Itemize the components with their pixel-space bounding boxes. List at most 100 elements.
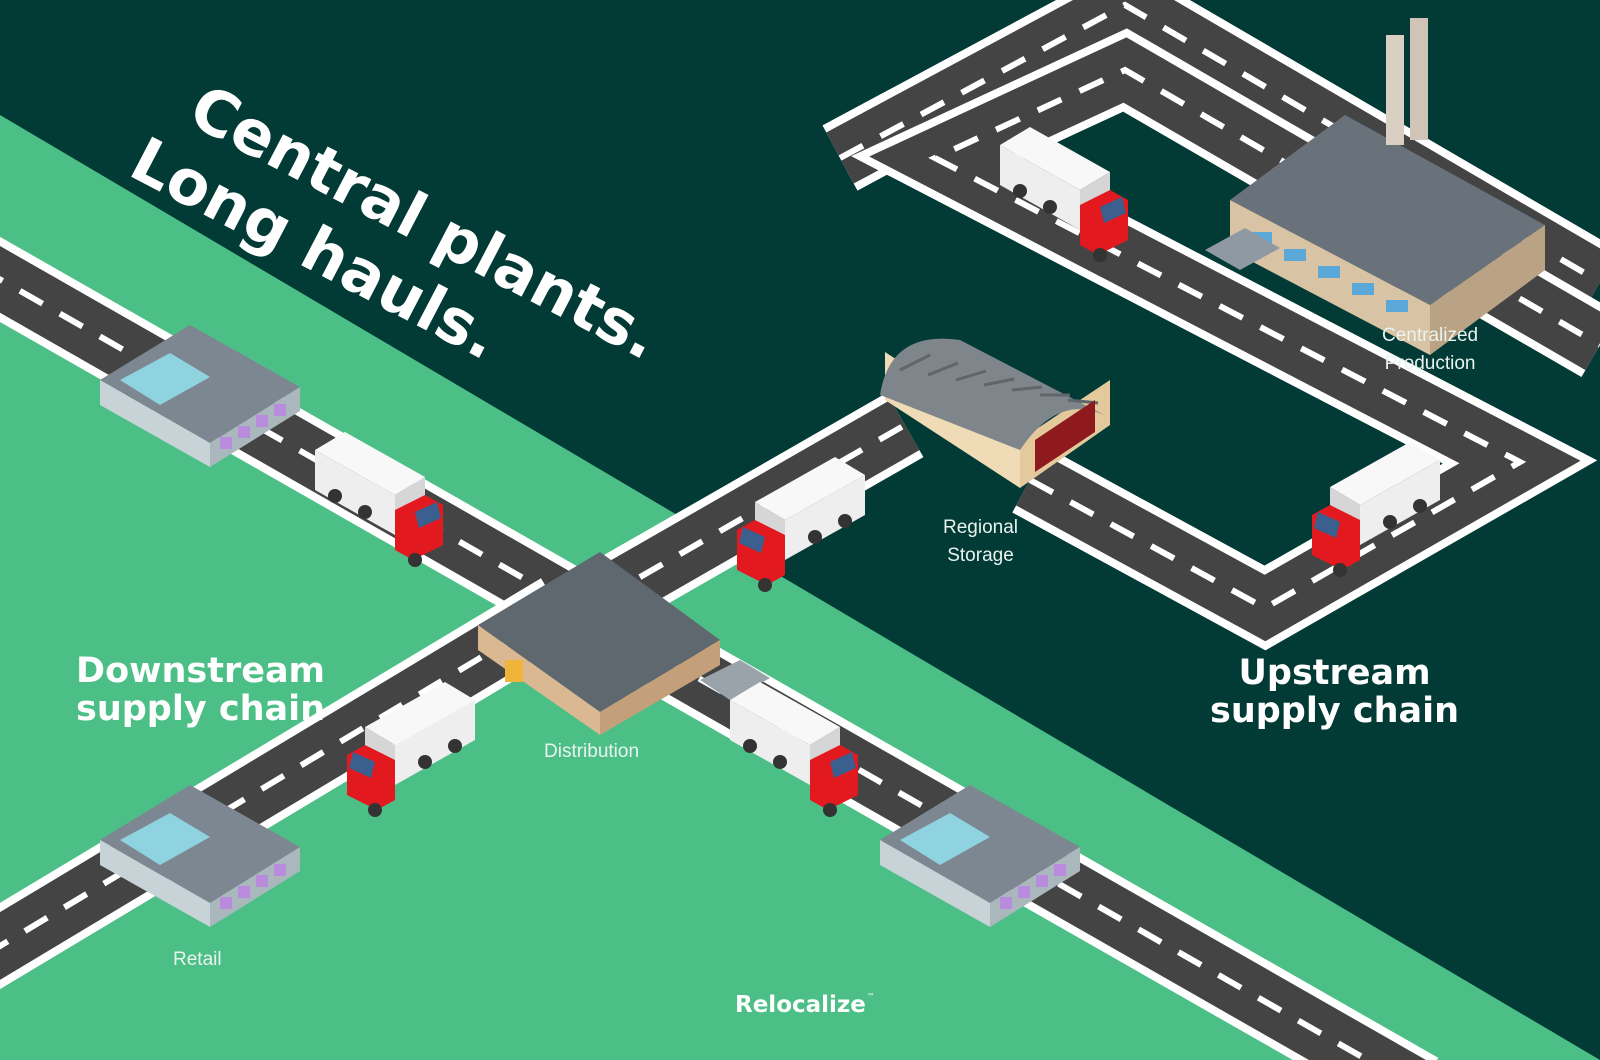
truck-windshield <box>415 502 441 528</box>
store-window <box>274 864 286 876</box>
truck-wheel <box>808 530 822 544</box>
factory-window <box>1318 266 1340 278</box>
factory-loading-dock <box>1205 228 1280 270</box>
truck-icon <box>737 457 865 592</box>
buildings-layer <box>100 18 1545 927</box>
truck-icon <box>347 682 475 817</box>
truck-box-side <box>1000 145 1080 230</box>
retail-label: Retail <box>173 949 222 970</box>
truck-box-side <box>315 450 395 535</box>
factory-chimney <box>1386 35 1404 145</box>
store-window <box>220 437 232 449</box>
downstream-supply-chain-title: Downstream supply chain <box>76 651 326 729</box>
truck-icon <box>1312 442 1440 577</box>
store-window <box>256 875 268 887</box>
truck-icon <box>1000 127 1128 262</box>
distribution-loading-dock <box>700 660 770 700</box>
storage-link-road <box>581 392 924 633</box>
distribution-front-wall <box>478 625 600 735</box>
store-window <box>1000 897 1012 909</box>
truck-wheel <box>1413 499 1427 513</box>
store-roof <box>880 785 1080 903</box>
store-front-wall <box>100 840 210 927</box>
truck-box-top <box>315 432 425 495</box>
truck-windshield <box>349 752 375 778</box>
distribution-roof <box>478 552 720 712</box>
store-window <box>238 886 250 898</box>
store-glass-canopy <box>120 353 210 405</box>
truck-icon <box>730 682 858 817</box>
warehouse-icon <box>880 338 1110 488</box>
factory-window <box>1352 283 1374 295</box>
truck-box-top <box>730 682 840 745</box>
warehouse-roof-rib <box>1011 385 1043 392</box>
road-center-dashes <box>598 422 907 603</box>
centralized-production-label: Centralized Production <box>1382 325 1479 374</box>
retail-store-icon <box>880 785 1080 927</box>
truck-wheel <box>418 755 432 769</box>
truck-wheel <box>823 803 837 817</box>
store-front-wall <box>880 840 990 927</box>
warehouse-roof-rib <box>955 369 987 382</box>
truck-wheel <box>1093 248 1107 262</box>
downstream-region <box>0 115 1600 1060</box>
truck-wheel <box>1013 184 1027 198</box>
truck-wheel <box>448 739 462 753</box>
store-glass-canopy <box>120 813 210 865</box>
truck-box-side <box>1360 460 1440 545</box>
truck-wheel <box>1333 563 1347 577</box>
distribution-label: Distribution <box>544 741 640 762</box>
truck-box-top <box>1330 442 1440 505</box>
truck-icon <box>315 432 443 567</box>
store-front-wall <box>100 380 210 467</box>
distribution-boxes <box>505 660 523 682</box>
store-window <box>256 415 268 427</box>
factory-roof <box>1230 115 1545 305</box>
trucks-layer <box>315 127 1440 817</box>
retail-store-icon <box>100 785 300 927</box>
factory-window <box>1284 249 1306 261</box>
store-roof <box>100 325 300 443</box>
downstream-southwest-road <box>0 578 580 990</box>
truck-wheel <box>1383 515 1397 529</box>
factory-side-wall <box>1430 225 1545 355</box>
store-window <box>1054 864 1066 876</box>
store-window <box>238 426 250 438</box>
truck-windshield <box>1100 197 1126 223</box>
truck-wheel <box>328 489 342 503</box>
factory-icon <box>1205 18 1545 355</box>
store-window <box>274 404 286 416</box>
truck-windshield <box>1314 512 1340 538</box>
truck-windshield <box>830 752 856 778</box>
retail-store-icon <box>100 325 300 467</box>
store-window <box>1018 886 1030 898</box>
warehouse-roof-rib <box>983 377 1015 387</box>
store-window <box>1036 875 1048 887</box>
factory-window <box>1386 300 1408 312</box>
warehouse-arched-roof <box>880 338 1110 450</box>
truck-windshield <box>739 527 765 553</box>
truck-wheel <box>743 739 757 753</box>
truck-wheel <box>368 803 382 817</box>
truck-box-side <box>730 700 810 785</box>
truck-box-side <box>395 700 475 785</box>
truck-box-top <box>1000 127 1110 190</box>
factory-chimney <box>1410 18 1428 140</box>
truck-wheel <box>358 505 372 519</box>
store-glass-canopy <box>900 813 990 865</box>
warehouse-roof-rib <box>899 353 931 372</box>
warehouse-roof-rib <box>927 361 959 377</box>
truck-box-top <box>755 457 865 520</box>
truck-box-side <box>785 475 865 560</box>
truck-wheel <box>773 755 787 769</box>
store-window <box>220 897 232 909</box>
truck-wheel <box>1043 200 1057 214</box>
upstream-loop-road <box>851 28 1600 651</box>
truck-wheel <box>408 553 422 567</box>
distribution-side-wall <box>600 640 720 735</box>
store-roof <box>100 785 300 903</box>
upstream-supply-chain-title: Upstream supply chain <box>1210 653 1460 731</box>
